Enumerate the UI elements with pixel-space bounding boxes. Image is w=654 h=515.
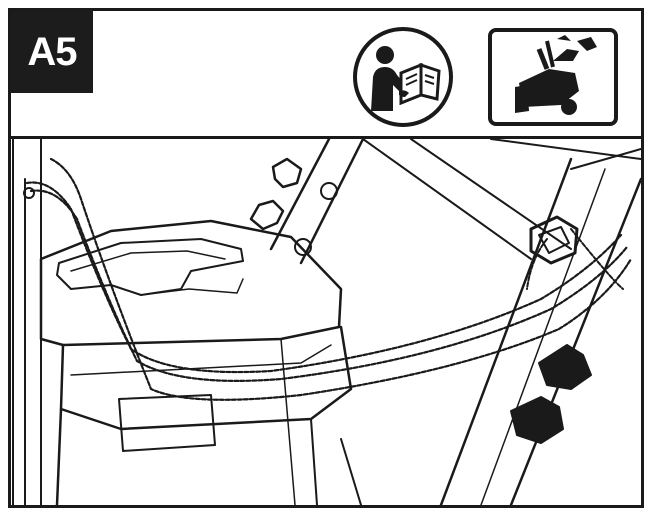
cable-clip (529, 215, 579, 265)
snowblower-machine-icon (487, 27, 619, 127)
control-cable-2 (29, 189, 629, 382)
step-label: A5 (27, 29, 77, 74)
panel-header: A5 (11, 11, 641, 139)
fuel-tank (39, 219, 343, 347)
step-badge: A5 (11, 11, 93, 93)
engine-panel (118, 394, 216, 452)
control-cable-1 (25, 181, 623, 374)
instruction-panel: A5 (8, 8, 644, 508)
right-handle-rail (439, 157, 573, 505)
right-knob-lower (510, 396, 564, 444)
left-handle-rail (269, 139, 331, 251)
cable-routing-illustration (11, 139, 641, 505)
control-cable-3 (49, 157, 633, 401)
right-knob-upper (538, 344, 592, 390)
read-manual-icon (351, 25, 455, 129)
upper-knob (271, 157, 303, 189)
